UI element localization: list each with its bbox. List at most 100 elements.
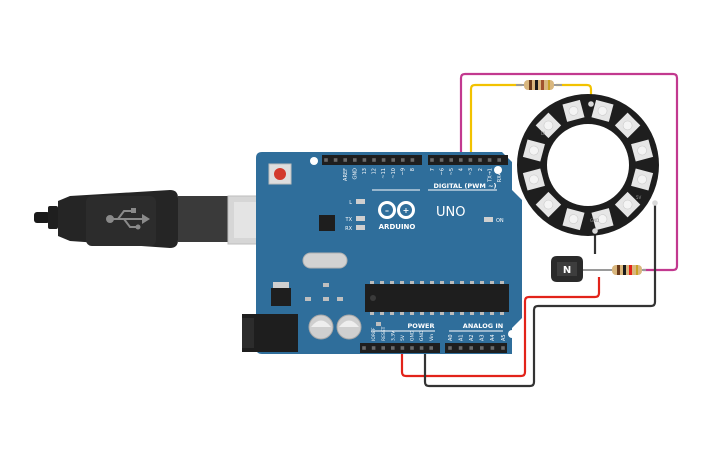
smd-component: [305, 297, 311, 301]
analog-pin-hole[interactable]: [480, 346, 484, 350]
power-pin-hole[interactable]: [362, 346, 366, 350]
mounting-hole: [508, 330, 516, 338]
power-pin-hole[interactable]: [391, 346, 395, 350]
led-label-on: ON: [496, 218, 504, 224]
resistor-band: [617, 265, 620, 275]
digital-pin-hole[interactable]: [401, 158, 405, 162]
ring-pad-in[interactable]: [588, 101, 594, 107]
ring-label-gnd: GND: [590, 218, 599, 223]
digital-pin-hole[interactable]: [381, 158, 386, 162]
crystal-oscillator: [302, 252, 348, 269]
resistor-band: [629, 265, 632, 275]
wire-magenta[interactable]: [459, 72, 679, 272]
power-pin-hole[interactable]: [419, 346, 424, 350]
digital-pin-hole[interactable]: [343, 158, 347, 162]
neopixel-led: [614, 191, 641, 218]
digital-pin-label: 8: [410, 168, 416, 171]
digital-pin-hole[interactable]: [439, 158, 444, 162]
resistor-bottom[interactable]: [583, 265, 646, 275]
digital-pin-label: TX→1: [487, 168, 493, 183]
power-pin-hole[interactable]: [371, 346, 376, 350]
power-pin-label: 5V: [400, 334, 406, 341]
analog-pin-label: A4: [490, 334, 496, 341]
chip-leg: [500, 281, 504, 284]
resistor-band: [623, 265, 626, 275]
neopixel-led: [591, 208, 614, 231]
usb-strain-relief: [48, 206, 58, 229]
neopixel-led: [591, 99, 614, 122]
resistor-band: [529, 80, 532, 90]
digital-header-right[interactable]: [428, 155, 508, 165]
chip-leg: [440, 312, 444, 315]
board-model: UNO: [436, 205, 465, 220]
voltage-regulator: [271, 288, 291, 306]
smd-component: [376, 322, 381, 326]
digital-pin-hole[interactable]: [449, 158, 453, 162]
neopixel-led: [631, 168, 654, 191]
voltage-regulator-tab: [273, 282, 289, 288]
ring-label-pwr: 5V: [636, 195, 642, 200]
digital-pin-hole[interactable]: [410, 158, 415, 162]
digital-pin-hole[interactable]: [353, 158, 357, 162]
analog-pin-hole[interactable]: [458, 346, 463, 350]
ring-pad-pwr[interactable]: [652, 200, 658, 206]
ring-pad-gnd[interactable]: [592, 228, 598, 234]
digital-pin-hole[interactable]: [333, 158, 338, 162]
digital-pin-hole[interactable]: [324, 158, 328, 162]
chip-leg: [430, 312, 434, 315]
ring-pixels: [522, 99, 654, 231]
digital-header-left[interactable]: [322, 155, 422, 165]
chip-leg: [480, 312, 484, 315]
digital-pin-hole[interactable]: [487, 158, 492, 162]
power-header[interactable]: [360, 343, 440, 353]
dc-power-jack-front: [242, 318, 254, 348]
transistor[interactable]: N: [551, 256, 583, 282]
wire-red[interactable]: [400, 277, 601, 378]
power-pin-hole[interactable]: [429, 346, 433, 350]
power-pin-hole[interactable]: [410, 346, 414, 350]
digital-pin-hole[interactable]: [430, 158, 434, 162]
reset-button[interactable]: [274, 168, 286, 180]
chip-leg: [420, 312, 424, 315]
resistor-top[interactable]: [516, 80, 562, 90]
transistor-label: N: [563, 265, 571, 276]
wire-yellow[interactable]: [469, 83, 522, 163]
digital-pin-hole[interactable]: [372, 158, 376, 162]
capacitor: [336, 314, 362, 340]
chip-leg: [430, 281, 434, 284]
digital-pin-label: 7: [430, 168, 436, 171]
power-pin-label: 3.3V: [390, 330, 396, 341]
wire-yellow-2[interactable]: [556, 83, 593, 104]
power-pin-label: GND: [410, 330, 416, 341]
analog-pin-hole[interactable]: [490, 346, 495, 350]
chip-leg: [460, 312, 464, 315]
analog-pin-hole[interactable]: [448, 346, 452, 350]
analog-header[interactable]: [445, 343, 507, 353]
digital-pin-hole[interactable]: [497, 158, 501, 162]
power-pin-label: IOREF: [371, 327, 377, 341]
digital-pin-hole[interactable]: [478, 158, 482, 162]
digital-pin-hole[interactable]: [362, 158, 367, 162]
smd-component: [323, 297, 329, 301]
smd-component: [337, 297, 343, 301]
chip-leg: [390, 281, 394, 284]
led-label-tx: TX: [345, 217, 353, 223]
neopixel-ring[interactable]: DI GND 5V: [517, 94, 659, 236]
digital-pin-label: RX←0: [497, 168, 503, 182]
digital-pin-hole[interactable]: [391, 158, 395, 162]
neopixel-led: [562, 99, 585, 122]
chip-leg: [370, 312, 374, 315]
analog-pin-hole[interactable]: [469, 346, 473, 350]
power-pin-hole[interactable]: [381, 346, 385, 350]
digital-pin-hole[interactable]: [459, 158, 463, 162]
power-pin-hole[interactable]: [400, 346, 405, 350]
analog-pin-hole[interactable]: [501, 346, 505, 350]
led-label-l: L: [349, 200, 352, 206]
wire-black[interactable]: [423, 205, 657, 388]
digital-pin-hole[interactable]: [468, 158, 473, 162]
usb-plug-neck: [178, 196, 228, 242]
led-label-rx: RX: [345, 226, 352, 232]
